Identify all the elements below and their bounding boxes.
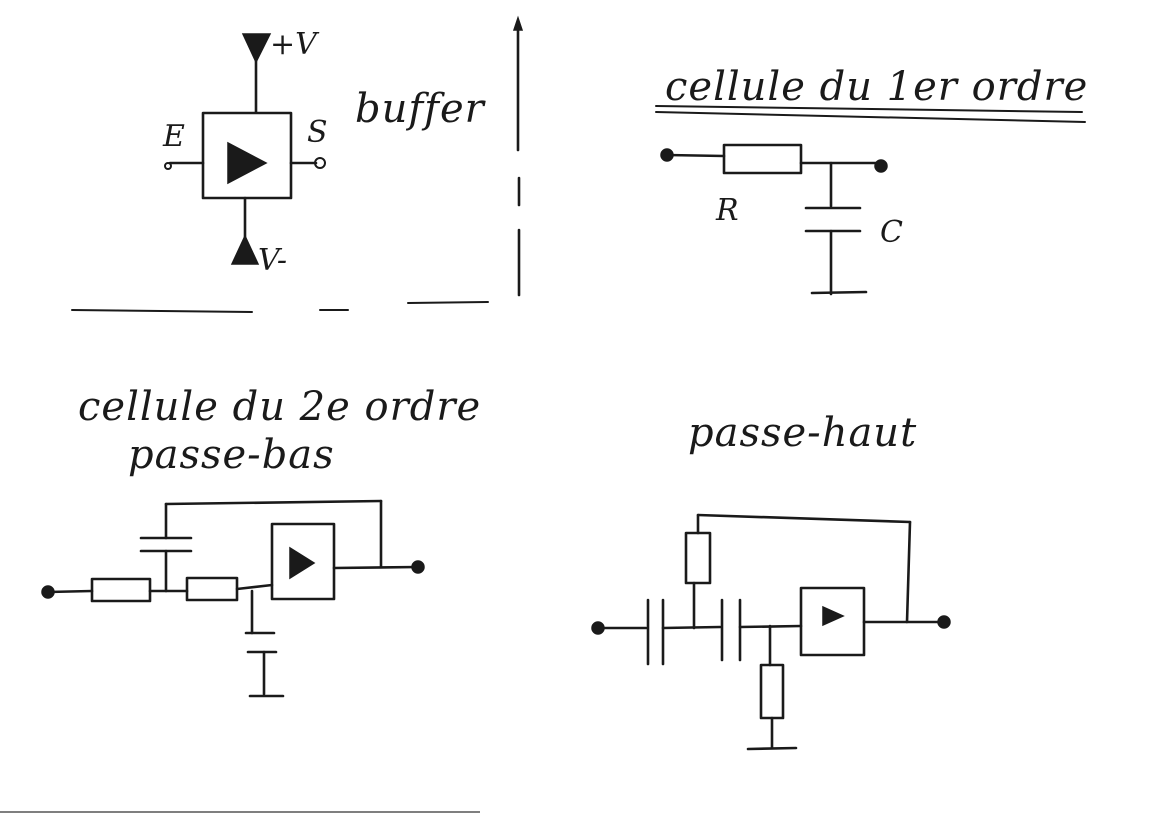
pin-label-plus-v: +V — [270, 27, 320, 62]
pin-label-s: S — [307, 115, 328, 150]
divider-arrow-head — [512, 15, 524, 31]
buffer-box — [201, 111, 293, 200]
buffer-title: buffer — [355, 86, 487, 132]
highpass-panel: passe-haut — [591, 410, 951, 751]
second-order-subtitle: passe-bas — [128, 432, 335, 478]
first-order-output-terminal — [874, 159, 888, 173]
highpass-feedback-wire-right — [905, 520, 912, 624]
buffer-input-terminal — [164, 162, 172, 170]
buffer-triangle — [227, 141, 268, 185]
highpass-ground-resistor — [759, 663, 785, 720]
supply-arrow-top — [241, 33, 272, 64]
lowpass-feedback-wire-top — [164, 499, 383, 506]
second-order-lowpass-panel: cellule du 2e ordre passe-bas — [41, 384, 481, 698]
second-order-title: cellule du 2e ordre — [78, 384, 481, 430]
first-order-underline-2 — [655, 111, 1086, 123]
first-order-resistor — [722, 143, 803, 175]
first-order-wire-in — [665, 153, 726, 158]
highpass-title: passe-haut — [688, 410, 917, 456]
highpass-ground — [746, 746, 798, 751]
first-order-underline-1 — [655, 105, 1083, 113]
lowpass-output-terminal — [411, 560, 425, 574]
buffer-output-terminal — [314, 157, 326, 169]
lowpass-buffer-box — [270, 522, 336, 601]
lowpass-wire-in — [46, 589, 94, 594]
divider-horizontal-left — [71, 309, 253, 313]
highpass-feedback-wire-top — [696, 513, 912, 524]
lowpass-resistor-1 — [90, 577, 152, 603]
lowpass-resistor-2 — [185, 576, 239, 602]
first-order-r-label: R — [715, 193, 739, 228]
highpass-buffer-triangle — [822, 605, 845, 627]
buffer-panel: +V E S V- buffer — [71, 15, 524, 313]
highpass-wire-mid — [661, 625, 722, 630]
lowpass-wire-to-buffer — [235, 583, 274, 591]
lowpass-buffer-triangle — [289, 546, 316, 580]
first-order-panel: cellule du 1er ordre R C — [655, 64, 1088, 296]
lowpass-wire-out — [332, 565, 420, 570]
highpass-feedback-resistor — [684, 531, 712, 585]
pin-label-minus-v: V- — [258, 243, 287, 278]
first-order-c-label: C — [880, 215, 903, 250]
first-order-title: cellule du 1er ordre — [665, 64, 1088, 110]
divider-horizontal-right — [407, 301, 489, 304]
supply-arrow-bottom — [230, 234, 260, 265]
first-order-ground — [810, 290, 868, 295]
highpass-output-terminal — [937, 615, 951, 629]
pin-label-e: E — [162, 119, 185, 154]
